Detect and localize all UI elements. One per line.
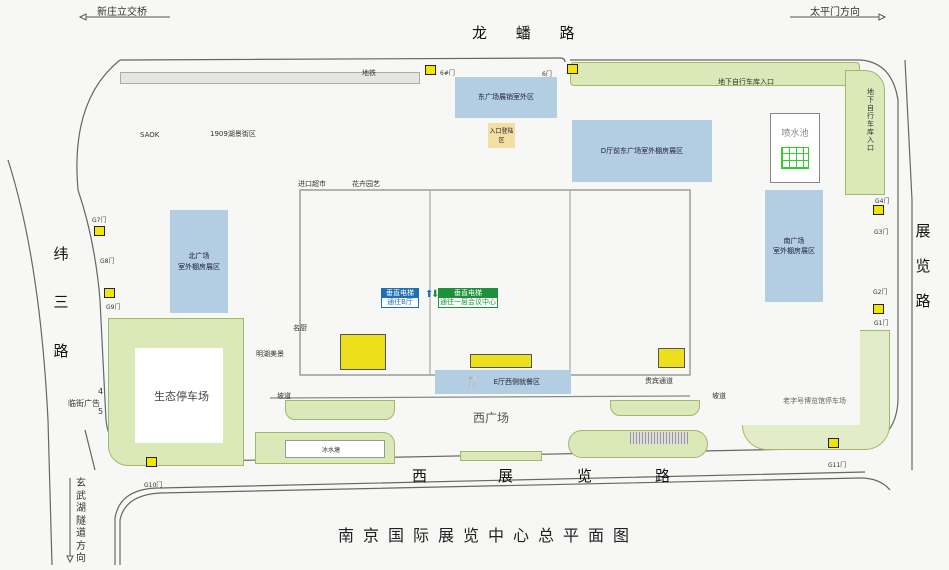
zone-north-plaza: 北广场室外棚房展区 — [170, 210, 228, 313]
gate-g3-label: G3门 — [874, 229, 889, 236]
label-ramp-right: 坡道 — [712, 392, 726, 400]
gate-g1-label: G1门 — [874, 320, 889, 327]
ramp-green-right — [610, 400, 700, 416]
label-ramp-left: 坡道 — [277, 392, 291, 400]
road-weisan-1: 纬 — [53, 245, 69, 263]
gate-g8-label: G8门 — [100, 258, 115, 265]
zone-entrance: 入口登陆区 — [488, 123, 515, 148]
zone-label: 北广场 — [188, 252, 210, 260]
map-title: 南京国际展览中心总平面图 — [338, 526, 639, 545]
label-ad-5: 5 — [98, 407, 104, 416]
label-ice-pond: 冰水塘 — [322, 447, 341, 454]
fountain-grid — [781, 147, 809, 169]
label-saok: SAOK — [140, 131, 160, 139]
zone-label: E厅西侧就餐区 — [493, 377, 541, 386]
arrow-up-icon: ⬆ — [425, 289, 434, 300]
zone-hall-d-east-plaza: D厅前东广场室外棚房展区 — [572, 120, 712, 182]
direction-taipingmen: 太平门方向 — [810, 7, 860, 18]
zone-label: D厅前东广场室外棚房展区 — [600, 146, 684, 155]
yellow-block-3 — [658, 348, 685, 368]
label-lake-view: 明湖美景 — [256, 350, 284, 358]
zone-south-plaza: 南广场室外棚房展区 — [765, 190, 823, 302]
zone-label: 南广场 — [783, 236, 805, 245]
fountain-label: 喷水池 — [781, 129, 809, 139]
road-west-zhanlan-1: 西 — [412, 467, 428, 485]
label-bike-garage-v: 地下自行车库入口 — [867, 88, 874, 152]
label-street-ad: 临街广告 — [68, 399, 100, 408]
label-ad-4: 4 — [98, 387, 104, 396]
bike-rack — [630, 432, 688, 444]
south-green-1 — [460, 451, 542, 461]
zone-east-plaza-sales: 东广场展销室外区 — [455, 77, 557, 118]
gate-6b[interactable] — [567, 64, 578, 74]
gate-g10[interactable] — [146, 457, 157, 467]
label-bike-garage-h: 地下自行车库入口 — [718, 78, 774, 86]
gate-g2[interactable] — [873, 304, 884, 314]
zone-label: 入口登陆区 — [489, 127, 514, 144]
ice-pond — [285, 440, 385, 458]
north-green-strip — [120, 72, 420, 84]
elevator-to-hall-b: 垂直电梯 通往B厅 — [381, 288, 419, 308]
yellow-block-1 — [340, 334, 386, 370]
road-zhanlan-1: 展 — [915, 222, 931, 240]
zone-hall-e-dining: 🍴 E厅西侧就餐区 — [435, 370, 571, 394]
fountain: 喷水池 — [770, 113, 820, 183]
ramp-green-left — [285, 400, 395, 420]
label-import-market: 进口超市 — [298, 180, 326, 188]
zone-label: 室外棚房展区 — [178, 262, 220, 271]
label-eco-parking: 生态停车场 — [154, 390, 209, 403]
elevator-to-conference: 垂直电梯 通往一层会议中心 — [438, 288, 498, 308]
label-famous-chef: 名厨 — [293, 324, 307, 332]
road-west-zhanlan-3: 览 — [577, 467, 593, 485]
road-zhanlan-2: 览 — [915, 257, 931, 275]
east-green-curve — [845, 70, 885, 195]
label-lake-district: 1909湖景街区 — [210, 130, 256, 138]
eco-parking-inner — [135, 348, 223, 443]
gate-6b-label: 6门 — [542, 71, 552, 78]
gate-6a-label: 6#门 — [440, 70, 455, 77]
direction-xinzhuang: 新庄立交桥 — [97, 7, 147, 18]
gate-g2-label: G2门 — [873, 289, 888, 296]
gate-g7-label: G7门 — [92, 217, 107, 224]
elevator-dest: 通往一层会议中心 — [439, 298, 497, 307]
southeast-inner — [742, 330, 860, 425]
gate-g9[interactable] — [104, 288, 115, 298]
gate-g11[interactable] — [828, 438, 839, 448]
label-vip-passage: 贵宾通道 — [645, 377, 673, 385]
label-flower-garden: 花卉园艺 — [352, 180, 380, 188]
east-green-strip — [570, 62, 860, 86]
label-subway: 地铁 — [362, 69, 376, 77]
gate-g11-label: G11门 — [828, 462, 847, 469]
dining-icon: 🍴 — [465, 374, 480, 388]
zone-label: 东广场展销室外区 — [478, 93, 534, 102]
gate-g4-label: G4门 — [875, 198, 890, 205]
label-west-plaza: 西广场 — [473, 411, 510, 425]
zone-label: 室外棚房展区 — [773, 247, 815, 255]
road-west-zhanlan-4: 路 — [655, 467, 671, 485]
road-weisan-3: 路 — [53, 342, 69, 360]
elevator-title: 垂直电梯 — [382, 289, 418, 298]
gate-g10-label: G10门 — [144, 482, 163, 489]
direction-xuanwu-tunnel: 玄武湖隧道方向 — [76, 478, 86, 564]
gate-g4[interactable] — [873, 205, 884, 215]
yellow-block-2 — [470, 354, 532, 368]
label-heritage-parking: 老字号博览馆停车场 — [783, 397, 846, 405]
road-weisan-2: 三 — [53, 293, 69, 311]
elevator-dest: 通往B厅 — [382, 298, 418, 307]
gate-6a[interactable] — [425, 65, 436, 75]
road-zhanlan-3: 路 — [915, 292, 931, 310]
elevator-title: 垂直电梯 — [439, 289, 497, 298]
road-west-zhanlan-2: 展 — [498, 467, 514, 485]
gate-g9-label: G9门 — [106, 304, 121, 311]
gate-g7[interactable] — [94, 226, 105, 236]
road-longpan: 龙 蟠 路 — [472, 24, 587, 42]
arrow-down-icon: ⬇ — [431, 289, 440, 300]
